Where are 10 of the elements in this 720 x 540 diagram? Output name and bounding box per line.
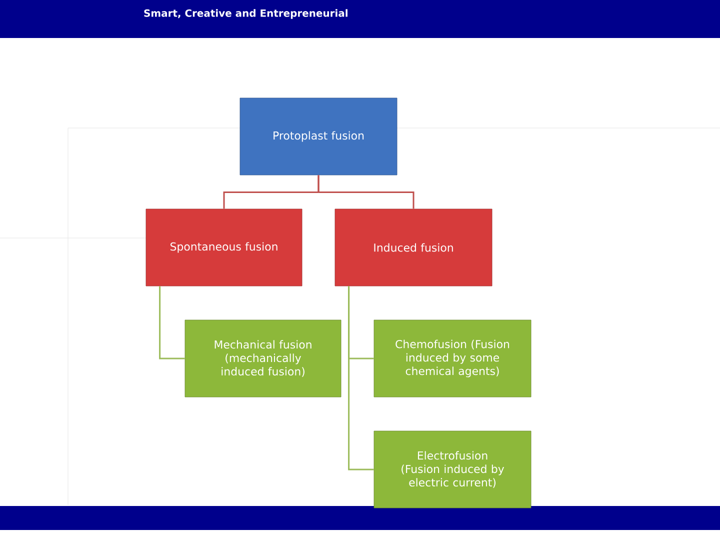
root-box: Protoplast fusion — [240, 98, 398, 176]
category-box: Induced fusion — [334, 208, 492, 286]
method-box: Chemofusion (Fusion induced by some chemical agents) — [374, 320, 532, 398]
method-box: Mechanical fusion (mechanically induced fusion) — [184, 320, 342, 398]
connector — [159, 286, 185, 360]
category-box: Spontaneous fusion — [146, 208, 302, 286]
connector — [318, 175, 414, 209]
connector — [348, 286, 374, 470]
method-box: Electrofusion (Fusion induced by electric current) — [374, 430, 532, 508]
tagline: Smart, Creative and Entrepreneurial — [144, 9, 348, 19]
